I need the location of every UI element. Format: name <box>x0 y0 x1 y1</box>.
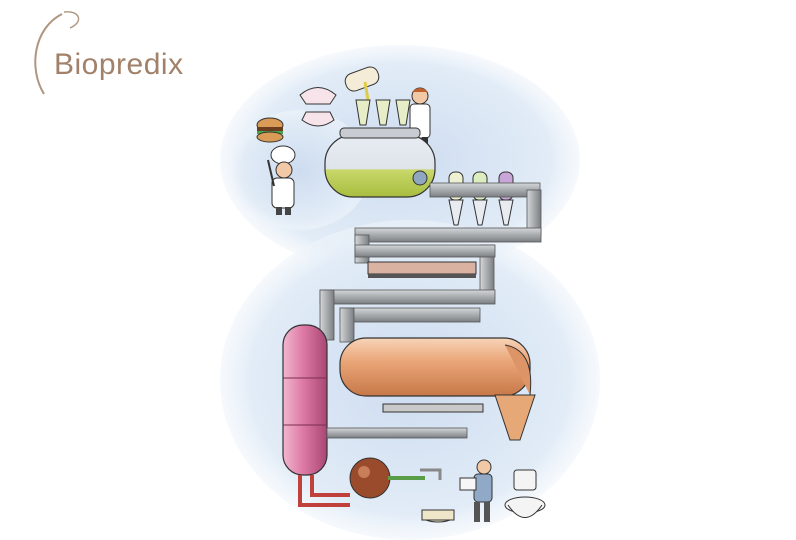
teeth-icon <box>299 87 337 127</box>
burger-icon <box>256 117 284 143</box>
toilet-icon <box>504 469 546 518</box>
logo-swoosh-icon <box>34 11 80 95</box>
pump-icon <box>349 457 442 499</box>
top-funnels <box>355 99 411 126</box>
pink-tank <box>282 324 350 507</box>
mouth-tank <box>324 127 436 198</box>
vials <box>448 171 514 226</box>
logo-rest: iopredix <box>74 48 184 81</box>
heater-grid <box>367 261 477 278</box>
bottle-icon <box>344 66 380 101</box>
side-pipe <box>326 427 468 439</box>
pipes <box>319 182 542 343</box>
logo-wordmark: Biopredix <box>54 48 184 82</box>
man-reading-figure <box>459 459 493 522</box>
stomach-tank <box>339 337 536 441</box>
biopredix-logo: Biopredix <box>14 8 184 98</box>
logo-initial: B <box>54 48 75 81</box>
pot-icon <box>421 509 455 523</box>
chef-figure <box>267 145 296 215</box>
